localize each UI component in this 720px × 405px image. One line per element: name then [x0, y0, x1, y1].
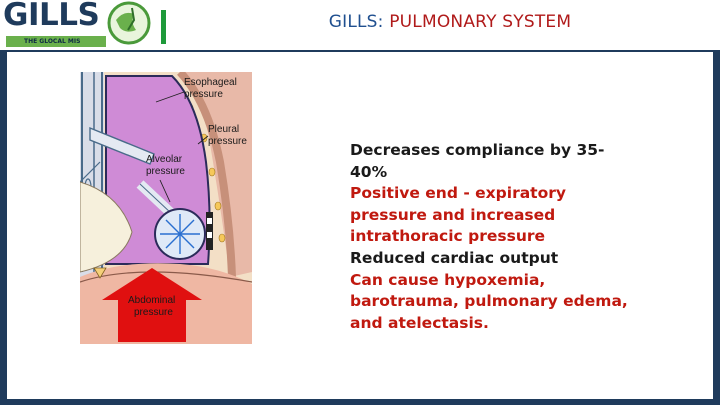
abdominal-label-1: Abdominal — [128, 295, 175, 306]
title-brand: GILLS: — [328, 12, 384, 32]
point-compliance: Decreases compliance by 35-40% — [350, 141, 605, 181]
pleural-label-2: pressure — [208, 136, 247, 147]
logo-wordmark: GILLS — [3, 0, 100, 33]
globe-icon — [107, 1, 151, 45]
alveolar-label-1: Alveolar — [146, 154, 183, 165]
gills-logo: GILLS THE GLOCAL MIS — [0, 0, 160, 48]
title-topic: PULMONARY SYSTEM — [389, 12, 572, 32]
pressure-diagram: Esophageal pressure Pleural pressure Alv… — [80, 72, 252, 344]
esophageal-label-2: pressure — [184, 89, 223, 100]
slide-header: GILLS THE GLOCAL MIS GILLS: PULMONARY SY… — [0, 0, 720, 50]
alveolar-label-2: pressure — [146, 166, 185, 177]
logo-divider — [161, 10, 166, 44]
esophageal-label-1: Esophageal — [184, 77, 237, 88]
key-points: Decreases compliance by 35-40% Positive … — [350, 140, 630, 334]
page-title: GILLS: PULMONARY SYSTEM — [270, 12, 630, 32]
point-cardiac-output: Reduced cardiac output — [350, 248, 559, 267]
point-complications: Can cause hypoxemia, barotrauma, pulmona… — [350, 270, 628, 332]
abdominal-label-2: pressure — [134, 307, 173, 318]
pleural-label-1: Pleural — [208, 124, 239, 135]
logo-tagline: THE GLOCAL MIS — [6, 36, 106, 47]
point-peep: Positive end - expiratory pressure and i… — [350, 184, 566, 246]
